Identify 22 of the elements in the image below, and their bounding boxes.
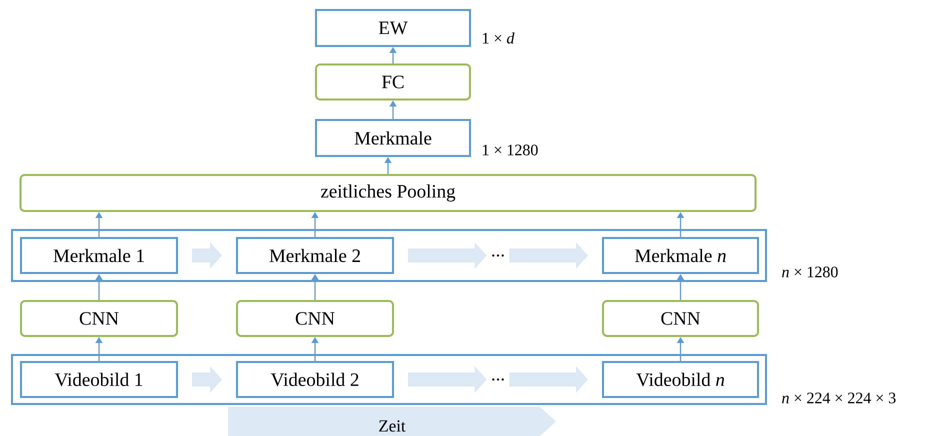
process-box: Merkmale [315, 119, 471, 157]
dimension-label: n × 224 × 224 × 3 [782, 392, 896, 404]
ellipsis-text: ... [492, 254, 504, 257]
time-label: Zeit [379, 420, 406, 432]
group-box [11, 229, 767, 282]
layer-box: CNN [236, 300, 394, 337]
dimension-label: 1 × 1280 [482, 144, 538, 156]
process-box: Videobild n [602, 361, 759, 398]
process-box: Merkmale 2 [236, 237, 394, 274]
layer-box: zeitliches Pooling [20, 174, 756, 212]
process-box: Videobild 2 [236, 361, 394, 398]
process-box: Merkmale n [602, 237, 759, 274]
dimension-label: n × 1280 [782, 266, 838, 278]
process-box: Merkmale 1 [20, 237, 178, 274]
layer-box: CNN [602, 300, 759, 337]
layer-box: FC [315, 64, 471, 100]
process-box: EW [315, 9, 471, 47]
dimension-label: 1 × d [482, 32, 514, 44]
group-box [11, 354, 767, 405]
layer-box: CNN [20, 300, 178, 337]
ellipsis-text: ... [492, 378, 504, 381]
process-box: Videobild 1 [20, 361, 178, 398]
